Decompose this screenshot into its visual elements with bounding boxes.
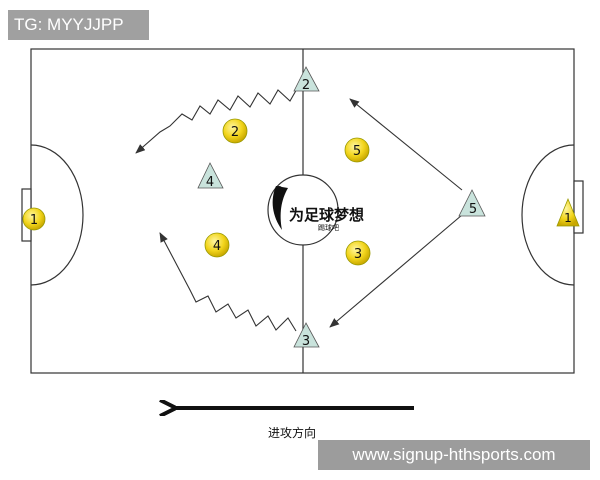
logo-text: 为足球梦想: [289, 206, 364, 224]
svg-text:3: 3: [302, 334, 310, 349]
center-logo: 为足球梦想 踢球吧: [272, 186, 364, 232]
player-teal-4: 4: [197, 162, 224, 190]
svg-text:3: 3: [354, 247, 362, 262]
svg-text:4: 4: [213, 239, 221, 254]
player-teal-5: 5: [458, 189, 486, 217]
player-yellow-1-right-triangle: 1: [556, 197, 580, 227]
player-yellow-3: 3: [345, 240, 371, 266]
right-goal: [573, 180, 584, 234]
player-yellow-5: 5: [344, 137, 370, 163]
attack-direction-label: 进攻方向: [268, 425, 316, 440]
svg-text:5: 5: [469, 202, 477, 217]
tg-tag: TG: MYYJJPP: [8, 10, 149, 40]
left-penalty-area: [30, 144, 84, 286]
pass-arrow-up: [349, 98, 463, 191]
svg-text:1: 1: [564, 211, 572, 225]
svg-text:5: 5: [353, 144, 361, 159]
right-penalty-area: [521, 144, 575, 286]
website-watermark: www.signup-hthsports.com: [318, 440, 590, 470]
player-yellow-2: 2: [222, 118, 248, 144]
svg-text:2: 2: [231, 125, 239, 140]
dribble-path-lower: [159, 232, 297, 332]
player-teal-2: 2: [293, 66, 320, 93]
player-yellow-1-left: 1: [22, 207, 46, 231]
logo-small-text: 踢球吧: [318, 223, 339, 232]
dribble-path-upper: [135, 86, 299, 154]
svg-text:4: 4: [206, 175, 214, 190]
svg-text:1: 1: [30, 213, 38, 228]
svg-text:2: 2: [302, 78, 310, 93]
player-yellow-4: 4: [204, 232, 230, 258]
pass-arrow-down: [329, 214, 463, 328]
player-teal-3: 3: [293, 322, 320, 349]
